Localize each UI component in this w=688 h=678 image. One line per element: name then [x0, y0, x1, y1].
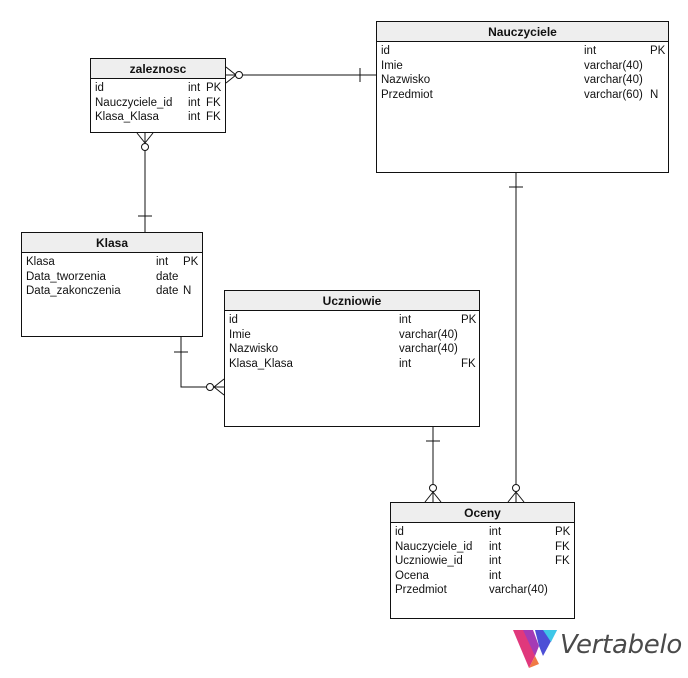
column-row: Data_tworzenia date — [26, 270, 198, 285]
column-row: Klasa int PK — [26, 255, 198, 270]
relationship-uczniowie-oceny — [424, 427, 442, 503]
column-row: Przedmiot varchar(40) — [395, 583, 570, 598]
column-type: date — [156, 270, 179, 283]
column-row: Klasa_Klasa int FK — [229, 357, 476, 372]
column-type: int — [399, 314, 412, 326]
column-type: int — [156, 256, 169, 268]
relationship-nauczyciele-oceny — [507, 173, 525, 503]
table-title: Uczniowie — [225, 291, 479, 311]
column-type: varchar(40) — [584, 59, 643, 72]
column-row: id int PK — [381, 44, 666, 59]
column-type: int — [188, 96, 201, 109]
column-name: Data_tworzenia — [26, 270, 106, 283]
column-flag: FK — [555, 555, 570, 567]
vertabelo-logo-icon — [513, 630, 557, 668]
column-type: int — [188, 111, 201, 123]
column-type: varchar(40) — [584, 74, 643, 86]
column-type: varchar(60) — [584, 88, 643, 101]
column-row: Imie varchar(40) — [229, 328, 475, 343]
column-name: Klasa_Klasa — [95, 111, 159, 123]
column-type: varchar(40) — [399, 343, 458, 355]
column-flag: FK — [555, 540, 570, 553]
vertabelo-logo-text: Vertabelo — [560, 630, 683, 660]
column-row: Nauczyciele_id int FK — [95, 96, 221, 111]
column-row: Klasa_Klasa int FK — [95, 110, 221, 125]
table-oceny[interactable]: Oceny id int PK Nauczyciele_id int FK Uc… — [390, 502, 575, 619]
column-flag: PK — [183, 256, 199, 268]
column-row: id int PK — [229, 313, 477, 328]
column-type: int — [489, 526, 502, 538]
column-type: int — [399, 357, 412, 370]
relationship-zaleznosc-klasa — [136, 132, 154, 232]
column-name: Przedmiot — [395, 584, 447, 596]
column-row: Nauczyciele_id int FK — [395, 540, 570, 555]
column-flag: FK — [206, 96, 221, 109]
column-type: int — [489, 540, 502, 553]
column-row: Uczniowie_id int FK — [395, 554, 570, 569]
table-klasa[interactable]: Klasa Klasa int PK Data_tworzenia date D… — [21, 232, 203, 337]
relationship-klasa-uczniowie — [174, 337, 225, 396]
column-row: Nazwisko varchar(40) — [381, 73, 664, 88]
column-row: Imie varchar(40) — [381, 59, 664, 74]
table-zaleznosc[interactable]: zaleznosc id int PK Nauczyciele_id int F… — [90, 58, 226, 133]
column-name: Przedmiot — [381, 88, 433, 101]
table-title: Klasa — [22, 233, 202, 253]
column-flag: PK — [461, 314, 477, 326]
column-name: id — [395, 526, 404, 538]
column-name: Nauczyciele_id — [95, 96, 173, 109]
column-type: int — [584, 45, 597, 57]
column-type: int — [188, 82, 201, 94]
column-name: Klasa — [26, 256, 55, 268]
table-title: Nauczyciele — [377, 22, 668, 42]
column-row: Nazwisko varchar(40) — [229, 342, 475, 357]
column-flag: PK — [206, 82, 222, 94]
table-title: zaleznosc — [91, 59, 225, 79]
column-row: id int PK — [395, 525, 570, 540]
column-flag: FK — [461, 357, 476, 370]
column-type: varchar(40) — [489, 584, 548, 596]
table-uczniowie[interactable]: Uczniowie id int PK Imie varchar(40) Naz… — [224, 290, 480, 427]
column-name: id — [381, 45, 390, 57]
column-flag: N — [183, 285, 192, 297]
column-flag: N — [650, 88, 659, 101]
table-nauczyciele[interactable]: Nauczyciele id int PK Imie varchar(40) N… — [376, 21, 669, 173]
column-name: id — [95, 82, 104, 94]
table-title: Oceny — [391, 503, 574, 523]
column-flag: PK — [650, 45, 666, 57]
column-flag: FK — [206, 111, 221, 123]
column-type: int — [489, 569, 502, 582]
column-name: Nazwisko — [381, 74, 431, 86]
column-type: varchar(40) — [399, 328, 458, 341]
column-name: Data_zakonczenia — [26, 285, 121, 297]
column-name: Nazwisko — [229, 343, 279, 355]
column-name: Klasa_Klasa — [229, 357, 293, 370]
vertabelo-logo: Vertabelo — [513, 626, 683, 672]
column-type: int — [489, 555, 502, 567]
column-name: id — [229, 314, 238, 326]
column-name: Uczniowie_id — [395, 555, 463, 567]
column-row: Ocena int — [395, 569, 570, 584]
column-type: date — [156, 285, 179, 297]
column-name: Imie — [229, 328, 251, 341]
column-name: Ocena — [395, 569, 429, 582]
column-name: Nauczyciele_id — [395, 540, 473, 553]
column-flag: PK — [555, 526, 571, 538]
column-row: id int PK — [95, 81, 221, 96]
relationship-zaleznosc-nauczyciele — [225, 66, 376, 84]
column-name: Imie — [381, 59, 403, 72]
column-row: Przedmiot varchar(60) N — [381, 88, 664, 103]
column-row: Data_zakonczenia date N — [26, 284, 198, 299]
